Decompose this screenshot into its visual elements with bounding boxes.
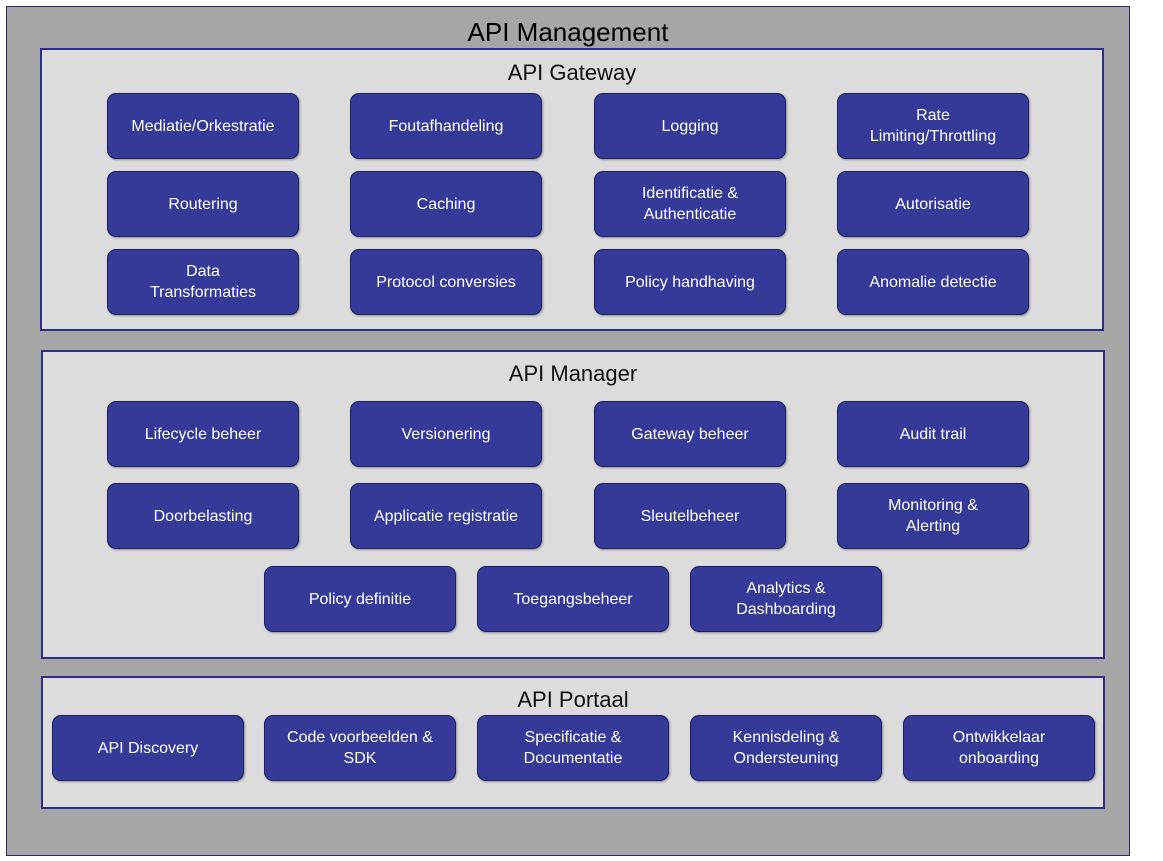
manager-item-monitoring-alerting: Monitoring & Alerting xyxy=(837,483,1029,549)
gateway-item-caching: Caching xyxy=(350,171,542,237)
manager-item-sleutelbeheer: Sleutelbeheer xyxy=(594,483,786,549)
api-gateway-title: API Gateway xyxy=(507,60,637,85)
portal-item-kennisdeling-ondersteuning: Kennisdeling & Ondersteuning xyxy=(690,715,882,781)
gateway-item-anomalie-detectie: Anomalie detectie xyxy=(837,249,1029,315)
gateway-item-logging: Logging xyxy=(594,93,786,159)
gateway-item-autorisatie: Autorisatie xyxy=(837,171,1029,237)
manager-item-applicatie-registratie: Applicatie registratie xyxy=(350,483,542,549)
portal-item-specificatie-documentatie: Specificatie & Documentatie xyxy=(477,715,669,781)
manager-item-lifecycle-beheer: Lifecycle beheer xyxy=(107,401,299,467)
gateway-item-identificatie-authenticatie: Identificatie & Authenticatie xyxy=(594,171,786,237)
gateway-item-data-transformaties: Data Transformaties xyxy=(107,249,299,315)
api-portaal-title: API Portaal xyxy=(517,687,629,712)
manager-item-audit-trail: Audit trail xyxy=(837,401,1029,467)
manager-item-toegangsbeheer: Toegangsbeheer xyxy=(477,566,669,632)
gateway-item-mediatie-orkestratie: Mediatie/Orkestratie xyxy=(107,93,299,159)
manager-item-policy-definitie: Policy definitie xyxy=(264,566,456,632)
gateway-item-protocol-conversies: Protocol conversies xyxy=(350,249,542,315)
portal-item-api-discovery: API Discovery xyxy=(52,715,244,781)
gateway-item-rate-limiting: Rate Limiting/Throttling xyxy=(837,93,1029,159)
portal-item-ontwikkelaar-onboarding: Ontwikkelaar onboarding xyxy=(903,715,1095,781)
manager-item-analytics-dashboarding: Analytics & Dashboarding xyxy=(690,566,882,632)
gateway-item-routering: Routering xyxy=(107,171,299,237)
manager-item-gateway-beheer: Gateway beheer xyxy=(594,401,786,467)
manager-item-doorbelasting: Doorbelasting xyxy=(107,483,299,549)
api-manager-title: API Manager xyxy=(508,361,638,386)
gateway-item-foutafhandeling: Foutafhandeling xyxy=(350,93,542,159)
gateway-item-policy-handhaving: Policy handhaving xyxy=(594,249,786,315)
manager-item-versionering: Versionering xyxy=(350,401,542,467)
api-management-title: API Management xyxy=(467,17,669,47)
portal-item-code-voorbeelden-sdk: Code voorbeelden & SDK xyxy=(264,715,456,781)
